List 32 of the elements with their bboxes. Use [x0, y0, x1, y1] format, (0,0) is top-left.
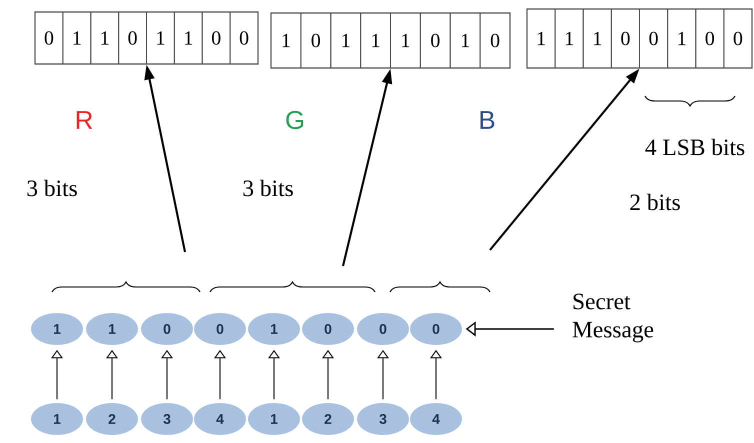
- bit-cell: 1: [390, 12, 421, 68]
- bit-cell: 1: [270, 12, 302, 68]
- bit-cell: 0: [34, 12, 64, 64]
- bit-cell: 0: [480, 12, 510, 68]
- text-label: 4 LSB bits: [645, 138, 744, 156]
- bit-cell: 1: [450, 12, 481, 68]
- bit-cell: 0: [610, 8, 640, 68]
- bit-cell: 1: [62, 12, 92, 64]
- bit-cell: 1: [667, 8, 696, 68]
- bit-cell: 0: [420, 12, 451, 68]
- bit-cell: 1: [554, 8, 584, 68]
- bit-cell: 1: [582, 8, 612, 68]
- bit-cell: 1: [146, 12, 175, 64]
- bit-cell: 0: [300, 12, 332, 68]
- bit-cell: 0: [118, 12, 147, 64]
- bit-cell: 1: [90, 12, 120, 64]
- text-label: 2 bits: [630, 194, 680, 210]
- bit-cell: 0: [639, 8, 668, 68]
- text-label: 3 bits: [27, 180, 77, 196]
- caption-text: Secret Message: [572, 294, 654, 342]
- bit-cell: 1: [174, 12, 203, 64]
- bit-cell: 1: [360, 12, 391, 68]
- bit-cell: 1: [330, 12, 362, 68]
- bit-cell: 0: [230, 12, 258, 64]
- bit-cell: 0: [723, 8, 752, 68]
- bit-cell: 1: [526, 8, 556, 68]
- text-label: 3 bits: [243, 180, 293, 196]
- bit-cell: 0: [695, 8, 724, 68]
- bit-cell: 0: [202, 12, 231, 64]
- text-label: G: [286, 110, 304, 130]
- text-label: R: [76, 111, 92, 129]
- text-label: B: [480, 111, 494, 129]
